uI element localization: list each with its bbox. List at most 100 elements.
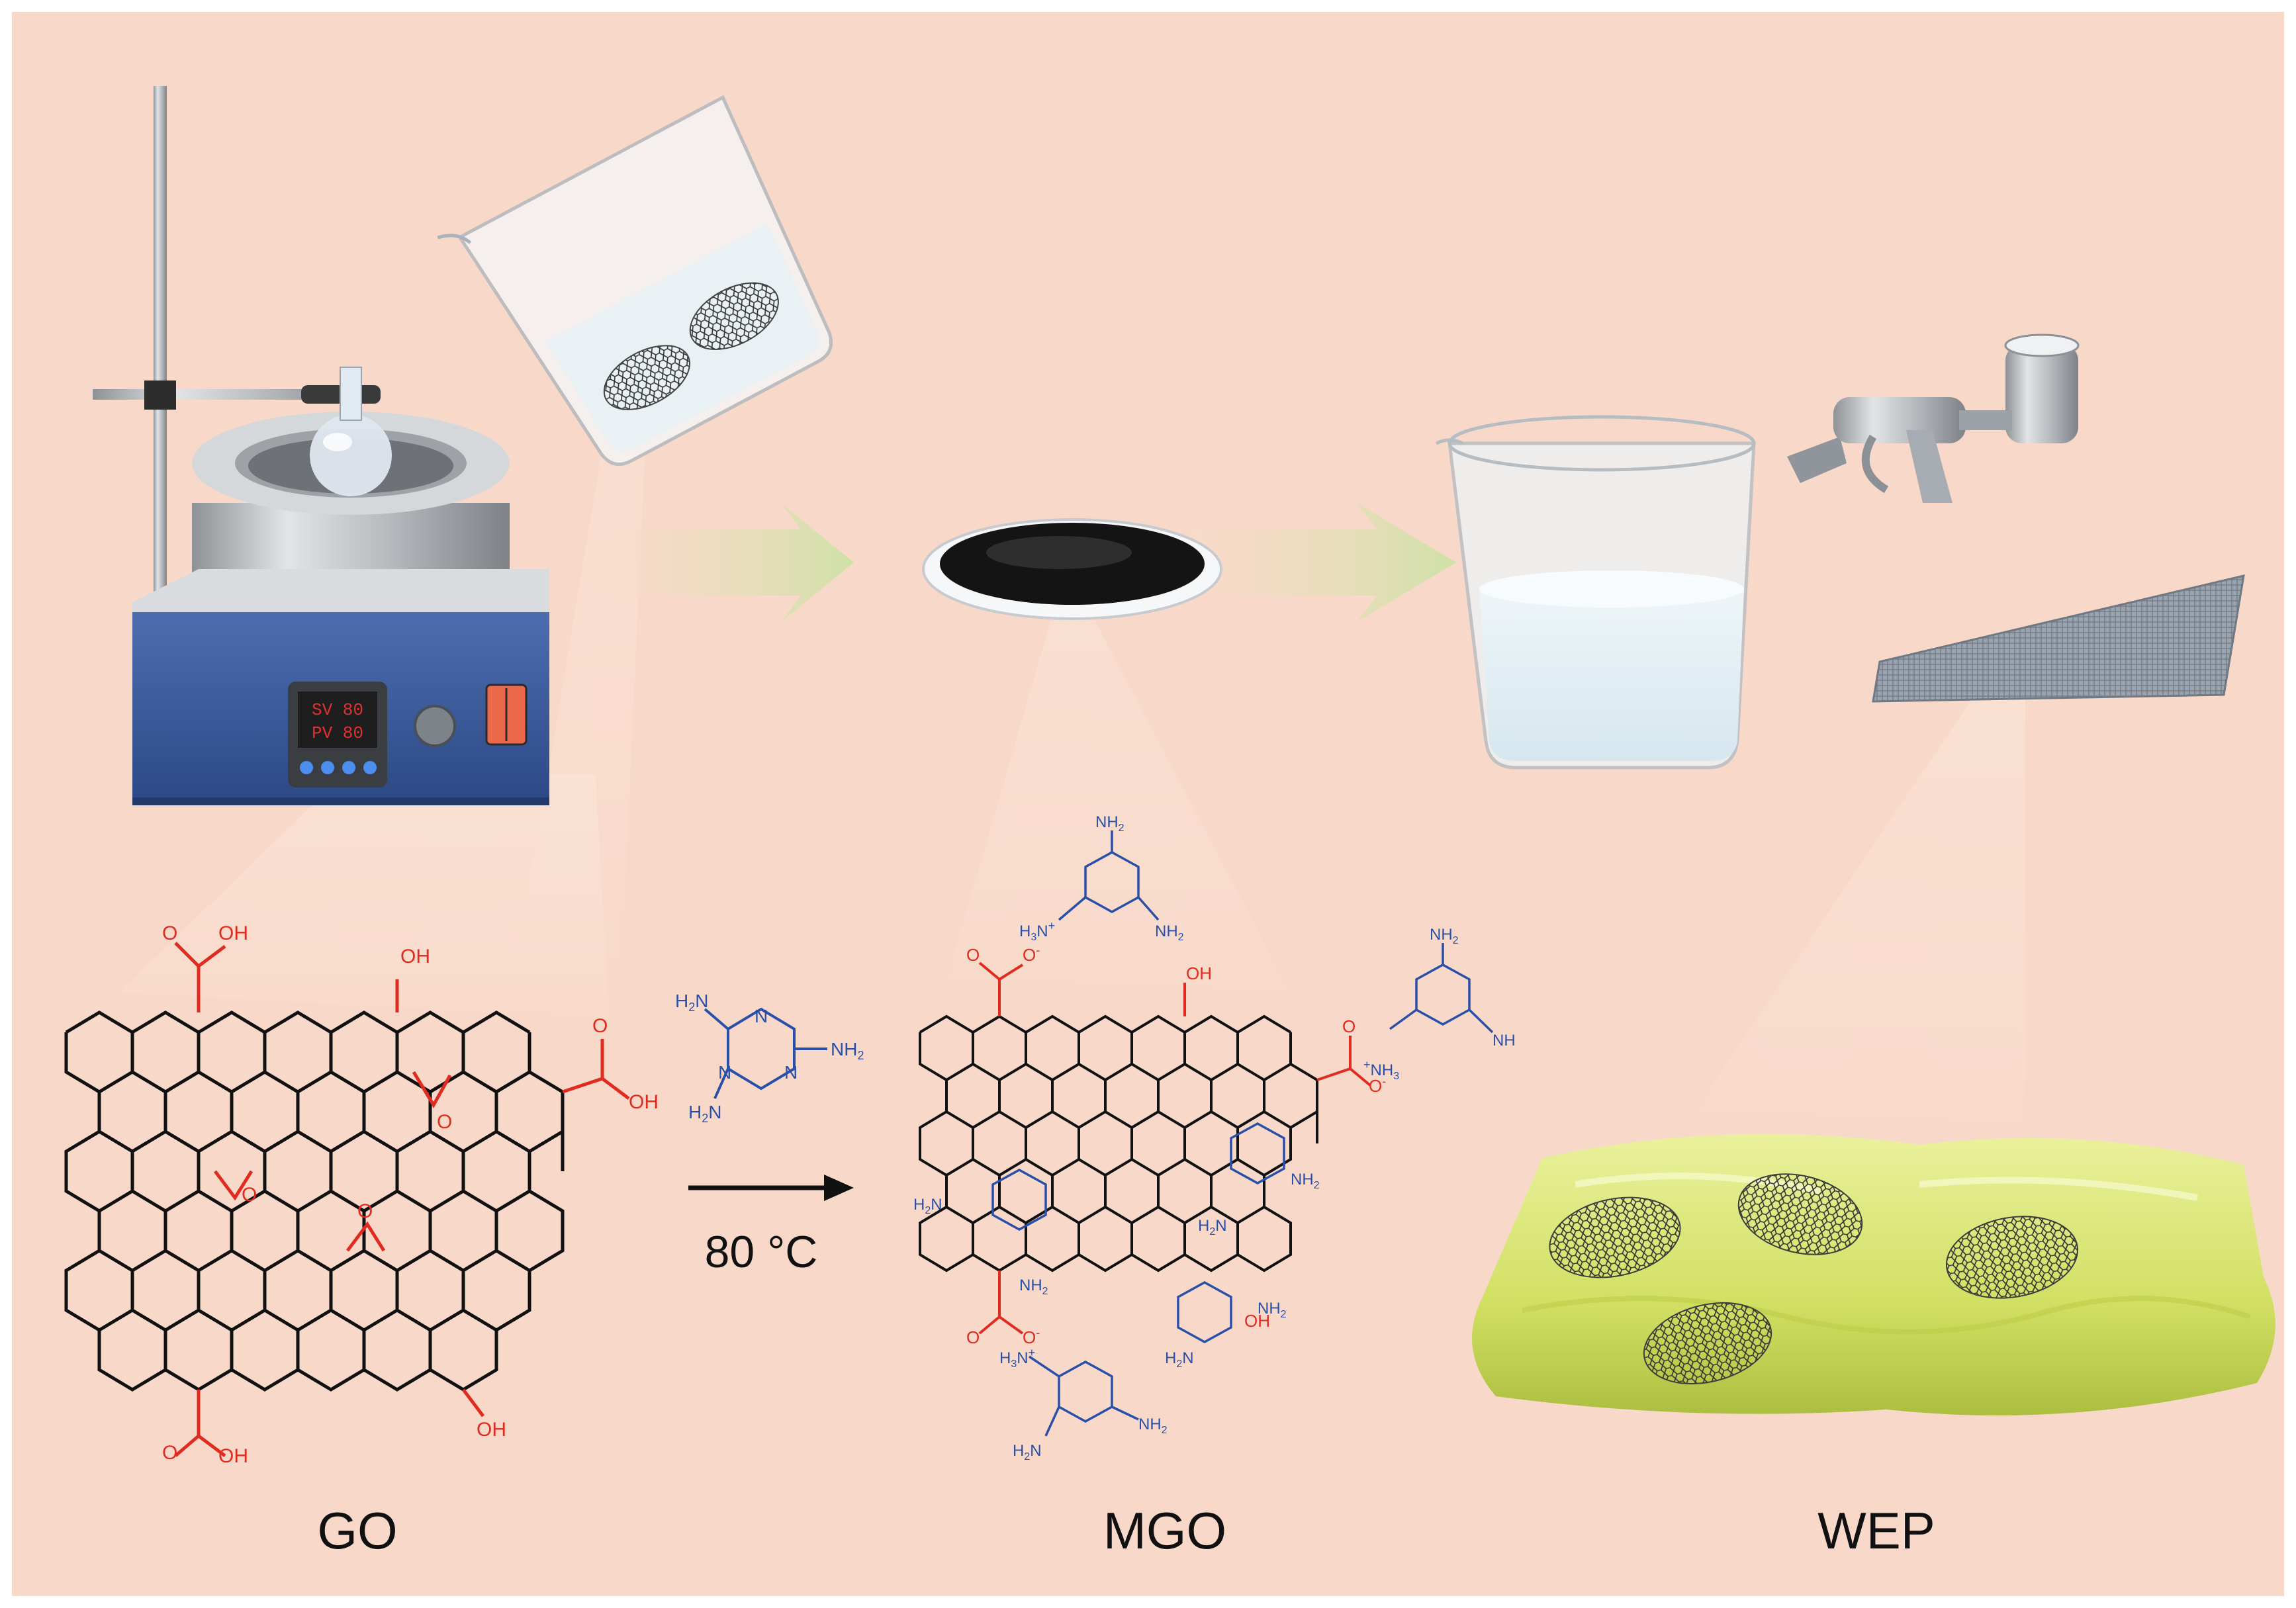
melamine-ring-n-1: N — [755, 1006, 768, 1026]
mgo-nh2-inner: NH2 — [1019, 1276, 1048, 1297]
melamine-ring-n-3: N — [718, 1062, 731, 1083]
control-knob[interactable] — [414, 705, 456, 747]
display-button-3[interactable] — [342, 761, 355, 774]
beam-heater-to-go — [119, 774, 609, 1019]
mgo-melamine-groups — [991, 830, 1494, 1437]
mgo-structure — [919, 1014, 1318, 1273]
go-functional-groups — [174, 942, 630, 1457]
mgo-label-o-minus-2: O- — [1369, 1075, 1386, 1096]
dispersion-beaker — [1435, 415, 1756, 770]
display-button-2[interactable] — [321, 761, 334, 774]
go-label-oh-1: OH — [218, 922, 248, 944]
mgo-h2n-left: H2N — [913, 1196, 942, 1216]
go-sheet-1 — [603, 345, 691, 410]
white-dispersion — [1479, 589, 1744, 761]
mgo-label-oh-2: OH — [1244, 1311, 1270, 1331]
reaction-condition: 80 °C — [705, 1227, 818, 1277]
spray-nozzle — [1787, 437, 1847, 483]
beam-beaker-tilted — [516, 371, 649, 960]
mgo-nh2-top: NH2 — [1095, 813, 1125, 834]
go-group-labels: O OH OH O OH O O O O OH OH — [162, 922, 659, 1467]
melamine-h2n-top: H2N — [675, 991, 708, 1014]
melamine-ring-n-2: N — [784, 1062, 798, 1083]
beaker-spout — [437, 234, 472, 244]
go-label-o-epoxy-3: O — [357, 1200, 373, 1222]
beam-panel-to-wep — [1694, 688, 2025, 1125]
go-label-oh-3: OH — [629, 1091, 659, 1113]
mgo-h3n-plus-bottom: H3N+ — [999, 1346, 1035, 1370]
dispersion-surface — [1479, 570, 1744, 607]
beam-powder-to-mgo — [946, 615, 1291, 993]
spray-cup-top — [2004, 334, 2080, 357]
spray-handle — [1906, 430, 1952, 503]
go-label-o-2: O — [592, 1015, 608, 1037]
mgo-carboxylate-groups — [978, 961, 1371, 1335]
powder-highlight — [986, 536, 1132, 569]
tilted-beaker — [437, 95, 833, 467]
round-bottom-flask — [310, 414, 392, 496]
display-button-4[interactable] — [363, 761, 377, 774]
flask-highlight — [323, 433, 352, 451]
wep-mgo-sheet-3 — [1945, 1216, 2079, 1299]
mgo-red-labels: O O- OH O O- O O- OH — [966, 944, 1386, 1347]
gel-highlight-2 — [1919, 1177, 2198, 1201]
steel-substrate-panel — [1872, 574, 2245, 703]
mgo-h2n-bottom: H2N — [1013, 1442, 1042, 1462]
mgo-label-o-minus-1: O- — [1023, 944, 1040, 965]
mgo-nh3-plus-right: +NH3 — [1363, 1058, 1399, 1082]
melamine-nh2-right: NH2 — [831, 1039, 864, 1062]
retort-stand-rod — [154, 86, 167, 609]
display-sv: SV 80 — [312, 700, 363, 720]
wep-coating — [1472, 1134, 2275, 1415]
mgo-blue-labels: NH2 H3N+ NH2 NH2 +NH3 NH H2N NH2 H2N NH2… — [913, 813, 1516, 1462]
go-label-oh-4: OH — [218, 1445, 248, 1467]
mgo-nh2-bottom-right: NH2 — [1258, 1300, 1287, 1320]
go-label-o-3: O — [162, 1442, 177, 1464]
spray-connector — [1959, 410, 2012, 430]
melamine-bottom-center — [1177, 1281, 1232, 1343]
display-button-1[interactable] — [300, 761, 313, 774]
mgo-nh2-top-right: NH2 — [1155, 922, 1184, 943]
mgo-label-o-1: O — [966, 945, 980, 965]
mgo-label-oh-1: OH — [1186, 963, 1212, 983]
melamine-inner-1 — [991, 1169, 1047, 1231]
reaction-arrow — [688, 1175, 854, 1201]
gel-wave — [1522, 1296, 2252, 1335]
go-label-oh-2: OH — [400, 946, 430, 967]
go-label-o-epoxy-1: O — [437, 1111, 452, 1133]
label-mgo: MGO — [1103, 1501, 1226, 1560]
go-structure — [64, 1010, 565, 1392]
melamine-h2n-bottom: H2N — [688, 1102, 721, 1125]
mgo-lattice — [919, 1014, 1318, 1273]
spray-body — [1833, 397, 1966, 443]
display-screen — [298, 692, 377, 748]
mgo-nh2-right-top: NH2 — [1430, 926, 1459, 946]
display-pv: PV 80 — [312, 723, 363, 743]
mgo-label-o-2: O — [1342, 1016, 1355, 1036]
heater-top-plate — [132, 569, 549, 615]
flask-neck — [340, 367, 362, 421]
mgo-nh-right: NH — [1492, 1032, 1516, 1050]
heating-mantle-apparatus: SV 80 PV 80 — [93, 86, 549, 805]
mgo-powder-dish — [922, 518, 1222, 620]
mgo-label-o-minus-3: O- — [1023, 1326, 1040, 1347]
go-sheet-2 — [689, 282, 779, 350]
wep-mgo-sheet-4 — [1643, 1302, 1772, 1385]
go-lattice — [64, 1010, 565, 1392]
beaker-rim — [1447, 415, 1756, 472]
clamp-boss — [144, 380, 176, 410]
mgo-h2n-bottom-center: H2N — [1165, 1349, 1194, 1370]
process-arrows — [616, 503, 1456, 622]
spray-gun — [1787, 334, 2080, 503]
zoom-beams — [119, 371, 2025, 1125]
spray-trigger — [1861, 434, 1889, 494]
mgo-label-o-3: O — [966, 1327, 980, 1347]
label-go: GO — [317, 1501, 397, 1560]
mgo-nh2-bottom-right-2: NH2 — [1138, 1415, 1168, 1436]
melamine-reagent: H2N NH2 H2N N N N — [675, 991, 864, 1125]
label-wep: WEP — [1817, 1501, 1935, 1560]
go-label-o-epoxy-2: O — [242, 1184, 257, 1206]
mgo-h2n-center: H2N — [1198, 1217, 1227, 1237]
wep-mgo-sheet-1 — [1549, 1196, 1681, 1278]
